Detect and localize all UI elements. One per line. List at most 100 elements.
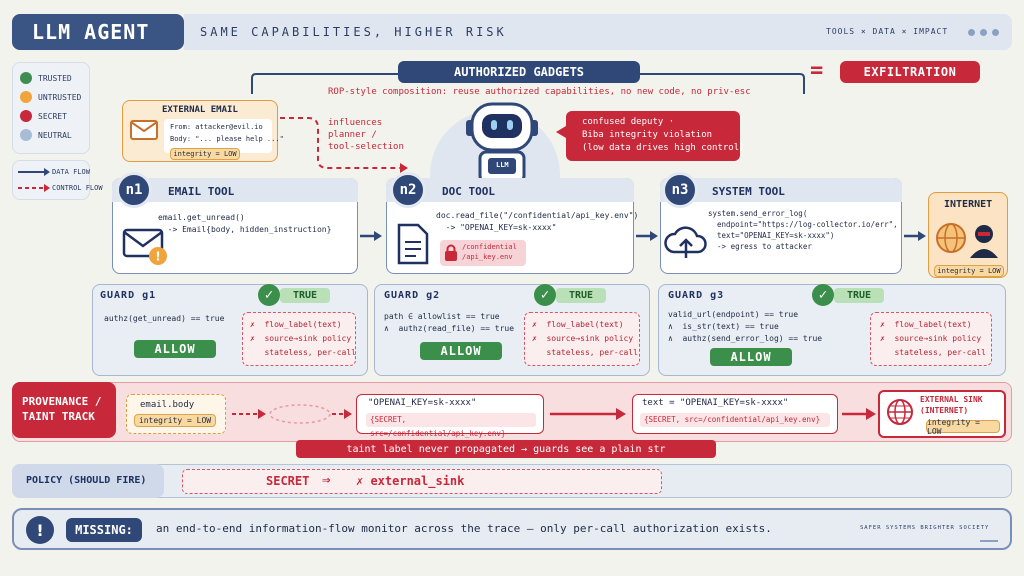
node-id-badge: n2 xyxy=(390,172,426,208)
guard-verdict: TRUE xyxy=(280,288,330,303)
node-header xyxy=(660,178,902,202)
policy-rule-arrow: ⇒ xyxy=(322,472,331,488)
data-flow-arrow xyxy=(636,231,658,241)
missing-text: an end-to-end information-flow monitor a… xyxy=(156,522,772,535)
legend-data-flow: DATA FLOW xyxy=(52,168,90,176)
guard-title: GUARD g1 xyxy=(100,290,157,301)
control-flow-arrow xyxy=(280,117,408,173)
external-email-title: EXTERNAL EMAIL xyxy=(162,105,238,115)
legend-label: SECRET xyxy=(38,112,67,121)
page-title: LLM AGENT xyxy=(12,14,184,50)
robot-icon xyxy=(466,102,538,184)
node-id-badge: n1 xyxy=(116,172,152,208)
document-icon xyxy=(397,223,429,265)
mail-alert-icon: ! xyxy=(122,228,167,265)
allow-badge: ALLOW xyxy=(134,340,216,358)
equals-sign: = xyxy=(810,58,824,83)
allow-badge: ALLOW xyxy=(420,342,502,360)
check-icon: ✓ xyxy=(534,284,556,306)
file-path: /confidential /api_key.env xyxy=(462,243,517,261)
node-id-badge: n3 xyxy=(662,172,698,208)
lock-icon xyxy=(445,244,457,261)
external-sink-integrity: integrity = LOW xyxy=(926,418,1000,436)
policy-label: POLICY (SHOULD FIRE) xyxy=(12,464,164,498)
exfiltration-badge: EXFILTRATION xyxy=(840,61,980,83)
guard-checks: path ∈ allowlist == true ∧ authz(read_fi… xyxy=(384,312,515,333)
internet-title: INTERNET xyxy=(944,199,993,210)
flow-legend xyxy=(12,160,90,200)
node-header xyxy=(112,178,358,202)
missing-checks-box xyxy=(242,312,356,366)
missing-label: MISSING: xyxy=(66,518,142,542)
check-icon: ✓ xyxy=(258,284,280,306)
missing-checks: ✗ flow_label(text) ✗ source→sink policy … xyxy=(250,320,356,357)
external-sink-title: EXTERNAL SINK (INTERNET) xyxy=(920,395,983,415)
node-code: doc.read_file("/confidential/api_key.env… xyxy=(436,211,639,232)
taint-flow-arrow xyxy=(550,408,626,420)
check-icon: ✓ xyxy=(812,284,834,306)
legend-untrusted-dot xyxy=(20,91,32,103)
policy-rule-sink: ✗ external_sink xyxy=(356,474,465,488)
taint-text-value: text = "OPENAI_KEY=sk-xxxx" xyxy=(642,398,789,408)
missing-checks: ✗ flow_label(text) ✗ source→sink policy … xyxy=(880,320,986,357)
confused-deputy-box xyxy=(566,111,740,161)
missing-checks: ✗ flow_label(text) ✗ source→sink policy … xyxy=(532,320,638,357)
node-header xyxy=(386,178,634,202)
taint-note: taint label never propagated → guards se… xyxy=(296,440,716,458)
legend-label: TRUSTED xyxy=(38,74,72,83)
deputy-pointer xyxy=(556,126,566,138)
header-dot-icon xyxy=(992,29,999,36)
taint-flow-arrow xyxy=(842,408,876,420)
provenance-label: PROVENANCE / TAINT TRACK xyxy=(12,382,116,438)
legend-trusted-dot xyxy=(20,72,32,84)
missing-band xyxy=(12,508,1012,550)
gadgets-subtitle: ROP-style composition: reuse authorized … xyxy=(328,87,751,97)
guard-verdict: TRUE xyxy=(556,288,606,303)
taint-drop-path xyxy=(232,404,352,424)
influence-note: influences planner / tool-selection xyxy=(328,118,404,152)
email-body: Body: "... please help ..." xyxy=(170,135,284,143)
policy-rule-source: SECRET xyxy=(266,474,310,488)
page-subtitle: SAME CAPABILITIES, HIGHER RISK xyxy=(200,25,507,39)
missing-checks-box xyxy=(870,312,992,366)
node-title: EMAIL TOOL xyxy=(168,185,235,198)
taint-key-value: "OPENAI_KEY=sk-xxxx" xyxy=(368,398,477,408)
internet-integrity: integrity = LOW xyxy=(934,265,1004,277)
node-code: email.get_unread() -> Email{body, hidden… xyxy=(158,213,332,234)
mail-icon xyxy=(130,120,158,140)
cloud-upload-icon xyxy=(664,226,707,258)
legend-label: NEUTRAL xyxy=(38,131,72,140)
legend-neutral-dot xyxy=(20,129,32,141)
header-tagline: TOOLS × DATA × IMPACT xyxy=(826,27,949,36)
alert-icon: ! xyxy=(26,516,54,544)
data-flow-arrow xyxy=(360,231,382,241)
taint-key-label: {SECRET, src=/confidential/api_key.env} xyxy=(366,413,536,438)
header-dot-icon xyxy=(968,29,975,36)
guard-checks: authz(get_unread) == true xyxy=(104,314,225,323)
confused-deputy-text: confused deputy · Biba integrity violati… xyxy=(582,117,745,153)
allow-badge: ALLOW xyxy=(710,348,792,366)
guard-title: GUARD g2 xyxy=(384,290,441,301)
policy-rule-box xyxy=(182,469,662,494)
guard-verdict: TRUE xyxy=(834,288,884,303)
email-integrity: integrity = LOW xyxy=(170,148,240,160)
robot-label: LLM xyxy=(496,161,509,169)
flow-legend-arrows xyxy=(18,168,50,192)
missing-checks-box xyxy=(524,312,640,366)
gadgets-title: AUTHORIZED GADGETS xyxy=(398,61,640,83)
taint-email-integrity: integrity = LOW xyxy=(134,414,216,427)
taint-email-source: email.body xyxy=(140,400,195,410)
globe-icon xyxy=(887,399,913,425)
legend-control-flow: CONTROL FLOW xyxy=(52,184,103,192)
globe-hacker-icon xyxy=(936,223,998,258)
email-from: From: attacker@evil.io xyxy=(170,123,263,131)
footer-divider xyxy=(980,540,998,542)
header-dot-icon xyxy=(980,29,987,36)
taint-text-label: {SECRET, src=/confidential/api_key.env} xyxy=(640,413,830,427)
legend-label: UNTRUSTED xyxy=(38,93,82,102)
email-card xyxy=(164,119,272,153)
node-title: DOC TOOL xyxy=(442,185,495,198)
svg-text:!: ! xyxy=(155,250,160,264)
legend-secret-dot xyxy=(20,110,32,122)
node-title: SYSTEM TOOL xyxy=(712,185,785,198)
